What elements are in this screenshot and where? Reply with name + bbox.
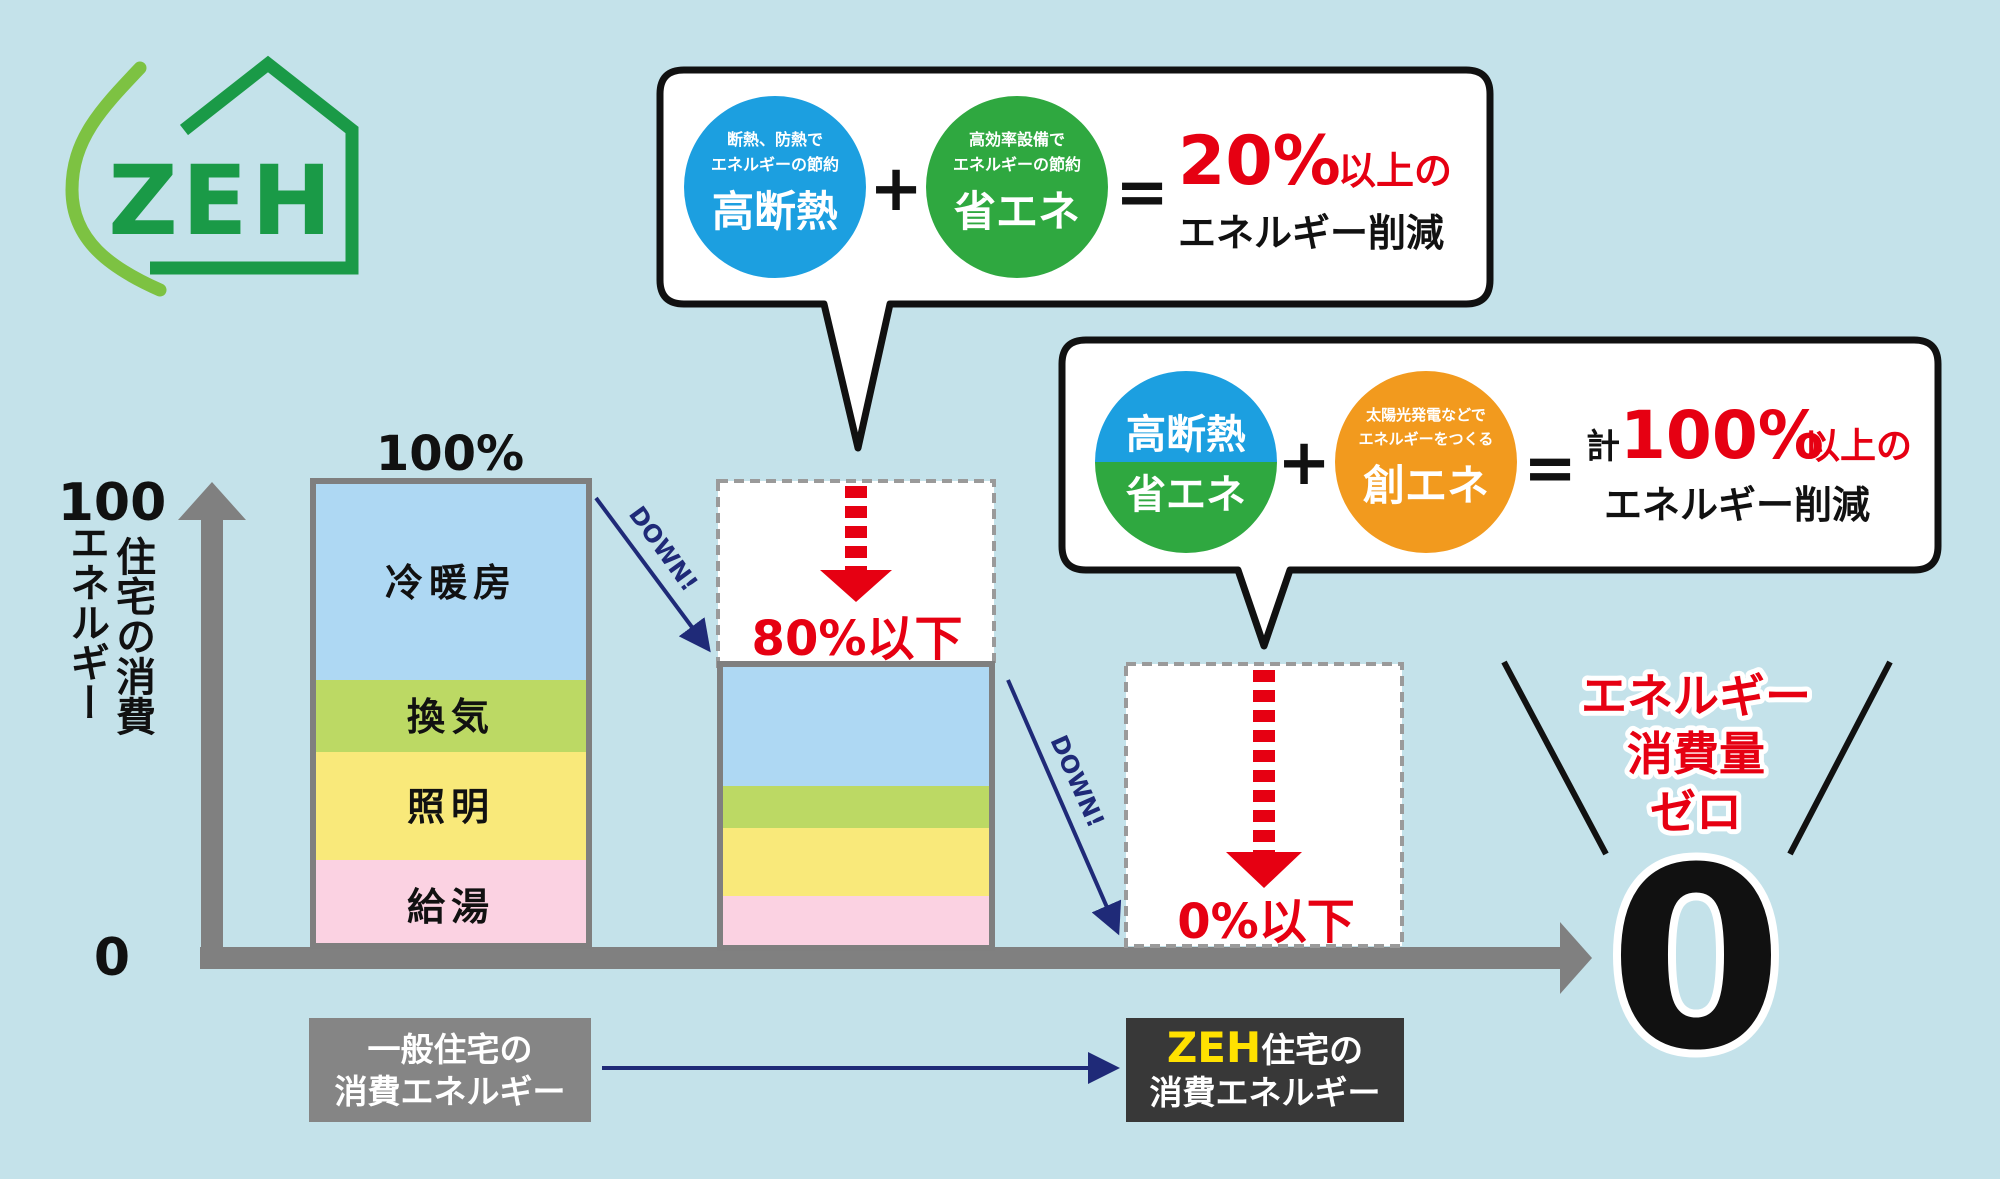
label-box-zeh: ZEH住宅の 消費エネルギー xyxy=(1126,1018,1404,1122)
circle-energy-saving-sub1: 高効率設備で xyxy=(969,130,1065,149)
y-axis-min: 0 xyxy=(94,928,130,988)
segment-ventilation xyxy=(313,680,589,752)
label-box-general: 一般住宅の 消費エネルギー xyxy=(309,1018,591,1122)
down-arrow-1: DOWN! xyxy=(594,496,711,653)
circle-energy-creation-sub2: エネルギーをつくる xyxy=(1359,430,1494,448)
y-axis-label-2: エネルギー xyxy=(63,522,109,722)
circle-combined-top xyxy=(1095,371,1277,462)
circle-combined-bottom xyxy=(1095,462,1277,553)
bar-zeh: 0%以下 xyxy=(1124,662,1404,950)
circle-combined-top-label: 高断熱 xyxy=(1126,412,1246,458)
label-box-zeh-line1: 住宅の xyxy=(1261,1031,1363,1071)
circle-high-insulation-main: 高断熱 xyxy=(712,187,838,236)
zeh-logo: ZEH xyxy=(65,55,359,297)
logo-text: ZEH xyxy=(108,145,336,257)
segment-label-hot-water: 給湯 xyxy=(407,885,495,929)
circle-high-insulation-sub2: エネルギーの節約 xyxy=(711,155,839,174)
circle-energy-creation-main: 創エネ xyxy=(1363,461,1489,510)
y-axis-arrow-icon xyxy=(178,482,246,520)
label-box-zeh-line2: 消費エネルギー xyxy=(1150,1073,1381,1112)
result-energy-reduction: エネルギー削減 xyxy=(1178,211,1444,255)
bar-energy-saving: 80%以下 xyxy=(716,479,996,951)
circle-energy-creation-sub1: 太陽光発電などで xyxy=(1366,406,1486,424)
circle-energy-saving xyxy=(926,96,1108,278)
bar-general-top-label: 100% xyxy=(376,426,524,482)
circle-high-insulation-sub1: 断熱、防熱で xyxy=(727,130,823,149)
circle-combined-bottom-label: 省エネ xyxy=(1126,472,1246,518)
logo-house-icon xyxy=(150,55,359,275)
zero-title-line2: 消費量 xyxy=(1627,727,1765,781)
segment-label-ventilation: 換気 xyxy=(407,695,495,739)
y-axis-max: 100 xyxy=(58,473,167,533)
svg-text:ZEH住宅の: ZEH住宅の xyxy=(1167,1023,1363,1072)
equals-sign-2: = xyxy=(1523,432,1577,506)
bar-general-house: 100% 冷暖房 換気 照明 給湯 xyxy=(310,426,592,949)
y-axis-label: 住宅の消費 xyxy=(109,536,156,736)
zero-title-line1: エネルギー xyxy=(1581,669,1811,723)
circle-energy-saving-main: 省エネ xyxy=(954,187,1080,236)
zero-title-line3: ゼロ xyxy=(1650,785,1742,839)
label-box-general-line1: 一般住宅の xyxy=(368,1030,533,1069)
bar-zeh-label: 0%以下 xyxy=(1177,894,1355,950)
zero-consumption: エネルギー 消費量 ゼロ 0 xyxy=(1501,660,1893,1113)
result-energy-reduction-2: エネルギー削減 xyxy=(1604,483,1870,527)
red-down-arrow-icon-2 xyxy=(1226,852,1302,888)
equals-sign: = xyxy=(1115,156,1169,230)
result-20-percent: 20% xyxy=(1178,122,1341,201)
result-total-prefix: 計 xyxy=(1586,427,1620,467)
logo-leaf-icon xyxy=(65,61,167,297)
result-above-text-2: 以上の xyxy=(1804,426,1912,467)
plus-sign: + xyxy=(869,152,923,226)
segment-label-lighting: 照明 xyxy=(407,785,495,829)
segment-hot-water xyxy=(313,860,589,946)
callout-energy-creation: 高断熱 省エネ + 太陽光発電などで エネルギーをつくる 創エネ = 計 100… xyxy=(1058,336,1942,650)
circle-energy-creation xyxy=(1335,371,1517,553)
red-down-arrow-icon xyxy=(820,570,892,602)
callout-energy-saving: 断熱、防熱で エネルギーの節約 高断熱 + 高効率設備で エネルギーの節約 省エ… xyxy=(656,66,1494,452)
result-100-percent: 100% xyxy=(1620,397,1824,474)
bar-energy-saving-label: 80%以下 xyxy=(752,611,963,667)
axes: 100 0 住宅の消費 エネルギー xyxy=(58,473,1592,994)
x-axis-arrow-icon xyxy=(1560,922,1592,994)
zero-big-number: 0 xyxy=(1609,814,1783,1105)
label-box-general-line2: 消費エネルギー xyxy=(335,1072,566,1111)
segment-label-heating-cooling: 冷暖房 xyxy=(385,561,517,605)
circle-energy-saving-sub2: エネルギーの節約 xyxy=(953,155,1081,174)
result-above-text: 以上の xyxy=(1338,149,1452,193)
plus-sign-2: + xyxy=(1277,426,1331,500)
circle-high-insulation xyxy=(684,96,866,278)
down-arrow-2: DOWN! xyxy=(1006,679,1122,936)
segment-heating-cooling xyxy=(313,481,589,680)
label-box-zeh-prefix: ZEH xyxy=(1167,1023,1261,1072)
segment-lighting xyxy=(313,752,589,860)
